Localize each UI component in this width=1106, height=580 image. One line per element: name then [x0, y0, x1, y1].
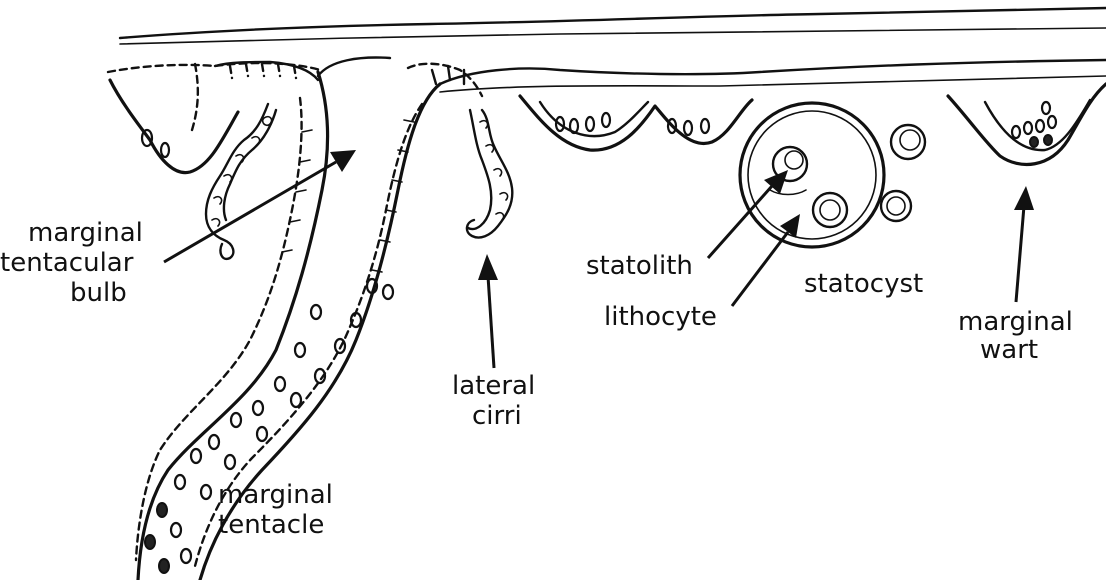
- label-marginal-tentacle-1: marginal: [218, 480, 333, 510]
- exumbrella-surface: [120, 8, 1106, 44]
- label-marginal-tentacular-bulb-2: tentacular: [0, 248, 134, 278]
- lateral-cirri-coil: [467, 110, 512, 238]
- label-marginal-wart-2: wart: [980, 335, 1038, 365]
- label-lateral-cirri-1: lateral: [452, 371, 535, 401]
- label-lateral-cirri-2: cirri: [472, 401, 522, 431]
- statocyst-structure: [740, 103, 925, 247]
- label-marginal-tentacle-2: tentacle: [218, 510, 324, 540]
- label-statolith: statolith: [586, 251, 693, 281]
- label-marginal-tentacular-bulb-3: bulb: [70, 278, 127, 308]
- diagram-labels: marginal tentacular bulb lateral cirri s…: [0, 218, 1073, 540]
- label-statocyst: statocyst: [804, 269, 923, 299]
- umbrella-margin-band: [108, 60, 1106, 173]
- label-marginal-tentacular-bulb-1: marginal: [28, 218, 143, 248]
- label-lithocyte: lithocyte: [604, 302, 717, 332]
- label-marginal-wart-1: marginal: [958, 307, 1073, 337]
